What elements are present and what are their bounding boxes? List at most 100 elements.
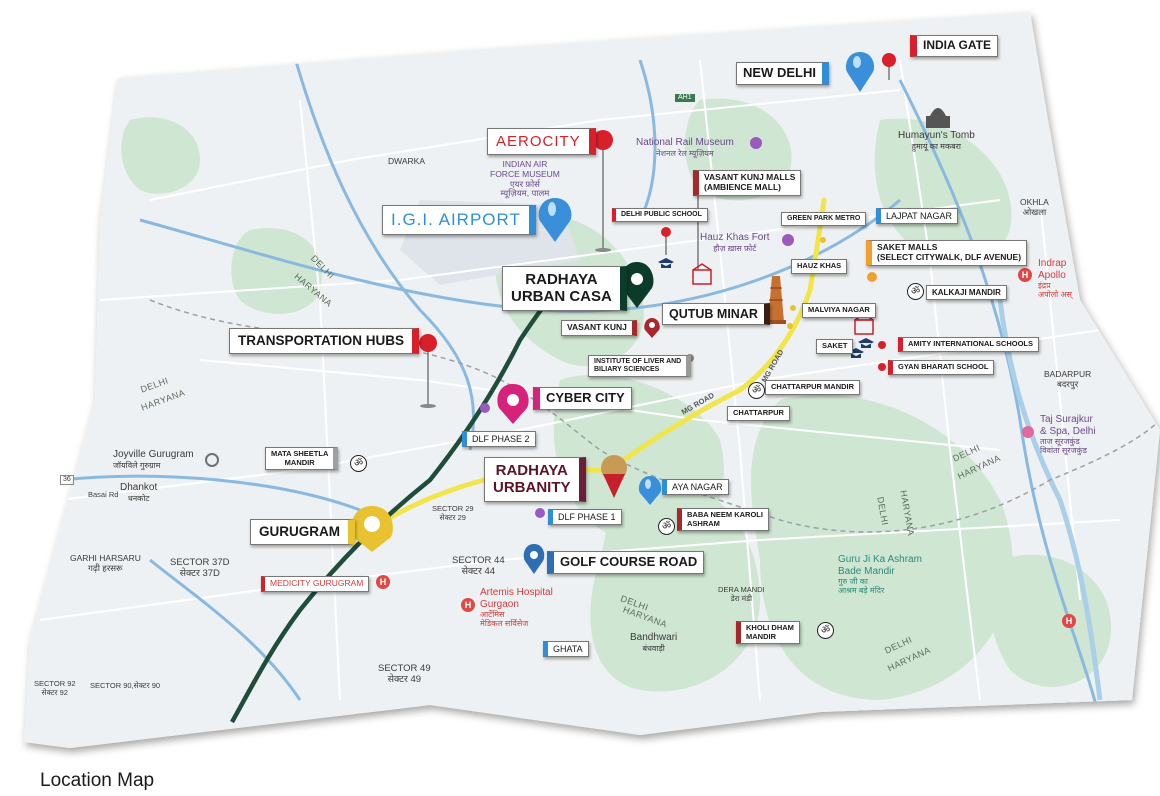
- label-igi-airport: I.G.I. AIRPORT: [382, 205, 536, 235]
- india-gate-pin: [882, 53, 896, 80]
- label-hauz-khas: HAUZ KHAS: [791, 259, 848, 274]
- saket-malls-dot: [867, 272, 877, 282]
- label-green-park-metro: GREEN PARK METRO: [781, 212, 867, 227]
- metro-line: [230, 268, 577, 724]
- label-amity: AMITY INTERNATIONAL SCHOOLS: [898, 337, 1040, 352]
- label-gyan-bharati: GYAN BHARATI SCHOOL: [888, 360, 995, 375]
- new-delhi-pin: [845, 52, 875, 92]
- label-cyber-city: CYBER CITY: [533, 387, 632, 410]
- label-ghata: GHATA: [543, 641, 589, 658]
- label-gurugram: GURUGRAM: [250, 519, 355, 545]
- mata-sheetla-om-icon: ॐ: [350, 455, 367, 472]
- vasant-kunj-pin: [644, 318, 660, 338]
- label-transportation-hubs: TRANSPORTATION HUBS: [229, 328, 419, 354]
- label-aerocity: AEROCITY: [487, 128, 596, 156]
- gyan-bharati-dot: [878, 363, 886, 371]
- route-36-badge: 36: [60, 475, 74, 486]
- urbanity-pin: [601, 455, 627, 498]
- minor-roads: [39, 59, 1121, 701]
- kholi-dham-om-icon: ॐ: [817, 622, 834, 639]
- label-delhi-public-school: DELHI PUBLIC SCHOOL: [612, 208, 708, 223]
- aya-nagar-pin: [638, 476, 662, 505]
- label-kalkaji-mandir: KALKAJI MANDIR: [926, 285, 1007, 301]
- label-vasant-kunj: VASANT KUNJ: [561, 320, 637, 336]
- urban-casa-pin: [620, 262, 654, 308]
- label-india-gate: INDIA GATE: [910, 35, 998, 57]
- humayun-tomb-icon: [926, 108, 950, 128]
- hauz-khas-fort-icon: [782, 234, 794, 246]
- place-sector-90: SECTOR 90,सेक्टर 90: [90, 681, 161, 690]
- rail-museum-icon: [750, 137, 762, 149]
- qutub-minar-icon: [766, 276, 786, 324]
- label-qutub-minar: QUTUB MINAR: [662, 303, 770, 326]
- ambience-mall-icon: [692, 263, 712, 285]
- apollo-hospital-icon: H: [1018, 268, 1032, 282]
- cyber-city-pin: [497, 384, 529, 424]
- label-saket: SAKET: [816, 339, 854, 354]
- medicity-hospital-icon: H: [376, 575, 390, 589]
- label-dlf-phase-1: DLF PHASE 1: [548, 509, 622, 526]
- dps-cap-icon: [658, 258, 674, 268]
- map-caption: Location Map: [40, 770, 155, 791]
- transportation-hubs-pin: [419, 334, 437, 408]
- label-dlf-phase-2: DLF PHASE 2: [462, 431, 536, 448]
- place-dwarka: DWARKA: [388, 156, 425, 166]
- label-saket-malls: SAKET MALLS(SELECT CITYWALK, DLF AVENUE): [866, 240, 1028, 266]
- gurugram-pin: [351, 506, 393, 552]
- joyville-icon: [205, 453, 219, 467]
- dps-pin: [661, 227, 671, 255]
- dlf2-dot: [480, 403, 490, 413]
- amity-cap-icon: [858, 338, 874, 348]
- hk-dot: [820, 237, 826, 243]
- baba-neem-om-icon: ॐ: [658, 518, 675, 535]
- label-chattarpur-mandir: CHATTARPUR MANDIR: [765, 380, 861, 395]
- label-chattarpur: CHATTARPUR: [727, 406, 790, 421]
- dlf1-dot: [535, 508, 545, 518]
- golf-course-pin: [523, 544, 545, 574]
- aerocity-pin: [593, 130, 613, 252]
- artemis-hospital-icon: H: [461, 598, 475, 612]
- label-golf-course-road: GOLF COURSE ROAD: [547, 551, 705, 574]
- label-aya-nagar: AYA NAGAR: [662, 479, 729, 496]
- label-new-delhi: NEW DELHI: [736, 62, 829, 85]
- label-lajpat-nagar: LAJPAT NAGAR: [876, 208, 959, 225]
- kalkaji-om-icon: ॐ: [907, 283, 924, 300]
- place-basai-rd: Basai Rd: [88, 490, 119, 499]
- igi-airport-pin: [538, 198, 572, 242]
- label-vasant-kunj-malls: VASANT KUNJ MALLS(AMBIENCE MALL): [693, 170, 802, 196]
- hospital-icon: H: [1062, 614, 1076, 628]
- label-medicity-gurugram: MEDICITY GURUGRAM: [261, 576, 370, 592]
- mg-road-highlight: [367, 197, 827, 533]
- chattarpur-om-icon: ॐ: [748, 382, 765, 399]
- amity-dot: [878, 341, 886, 349]
- label-malviya-nagar: MALVIYA NAGAR: [802, 303, 876, 318]
- taj-icon: [1022, 426, 1034, 438]
- route-ah1-badge: AH1: [675, 94, 695, 103]
